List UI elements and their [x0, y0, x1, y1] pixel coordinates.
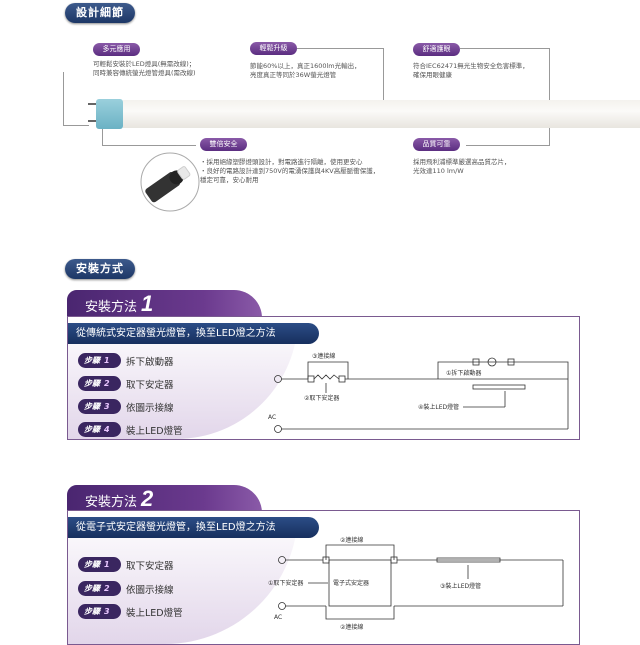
feature-badge: 品質可靠 — [413, 138, 460, 151]
feature-badge: 輕鬆升級 — [250, 42, 297, 55]
electronic-ballast-label: 電子式安定器 — [333, 579, 369, 587]
feature-text: 可輕鬆安裝於LED燈具(無需改線)；同時兼容傳統螢光燈管燈具(需改線) — [93, 60, 196, 77]
ac-label: AC — [268, 414, 276, 421]
led-tube-image — [123, 100, 640, 128]
remove-ballast-label: ②取下安定器 — [304, 394, 339, 402]
feature-badge: 舒適護眼 — [413, 43, 460, 56]
feature-text: ・採用絕緣塑膠燈頭設計，對電路進行隔離，使用更安心・良好的電路設計達到750V的… — [200, 158, 380, 184]
connector-line — [63, 125, 89, 126]
remove-ballast-label: ①取下安定器 — [268, 579, 303, 587]
feature-text: 符合IEC62471無光生物安全危害標準，確保用眼健康 — [413, 62, 529, 79]
install-led-label: ④裝上LED燈管 — [418, 403, 459, 411]
feature-badge: 多元應用 — [93, 43, 140, 56]
tube-endcap — [96, 99, 123, 129]
method-2-subtitle: 從電子式安定器螢光燈管，換至LED燈之方法 — [68, 517, 319, 538]
connector-line — [549, 120, 550, 146]
connector-line — [460, 48, 549, 49]
connect-label: ③連接線 — [312, 352, 335, 360]
remove-starter-label: ①拆下啟動器 — [446, 369, 481, 377]
ac-label: AC — [274, 614, 282, 621]
connector-line — [63, 72, 64, 125]
wiring-diagram-1: ③連接線 ②取下安定器 ①拆下啟動器 ④裝上LED燈管 AC — [268, 352, 569, 433]
connect-bottom-label: ②連接線 — [340, 623, 363, 631]
connect-top-label: ②連接線 — [340, 536, 363, 544]
connector-line — [383, 48, 384, 107]
install-led-label: ③裝上LED燈管 — [440, 582, 481, 590]
feature-text: 採用飛利浦標準嚴選高品質芯片，光效達110 lm/W — [413, 158, 511, 175]
installation-heading: 安裝方式 — [65, 259, 135, 279]
tube-pin — [88, 103, 98, 105]
connector-line — [466, 145, 550, 146]
wiring-diagram-2: ②連接線 ②連接線 ①取下安定器 電子式安定器 ③裝上LED燈管 AC — [268, 536, 564, 631]
connector-line — [102, 145, 196, 146]
connector-line — [549, 48, 550, 107]
design-details-heading: 設計細節 — [65, 3, 135, 23]
feature-badge: 雙倍安全 — [200, 138, 247, 151]
tube-pin — [88, 120, 98, 122]
connector-line — [102, 128, 103, 146]
method-1-subtitle: 從傳統式安定器螢光燈管，換至LED燈之方法 — [68, 323, 319, 344]
endcap-closeup-image — [140, 152, 200, 212]
feature-text: 節能60%以上，真正1600lm光輸出，亮度真正等同於36W螢光燈管 — [250, 62, 361, 79]
connector-line — [297, 48, 383, 49]
